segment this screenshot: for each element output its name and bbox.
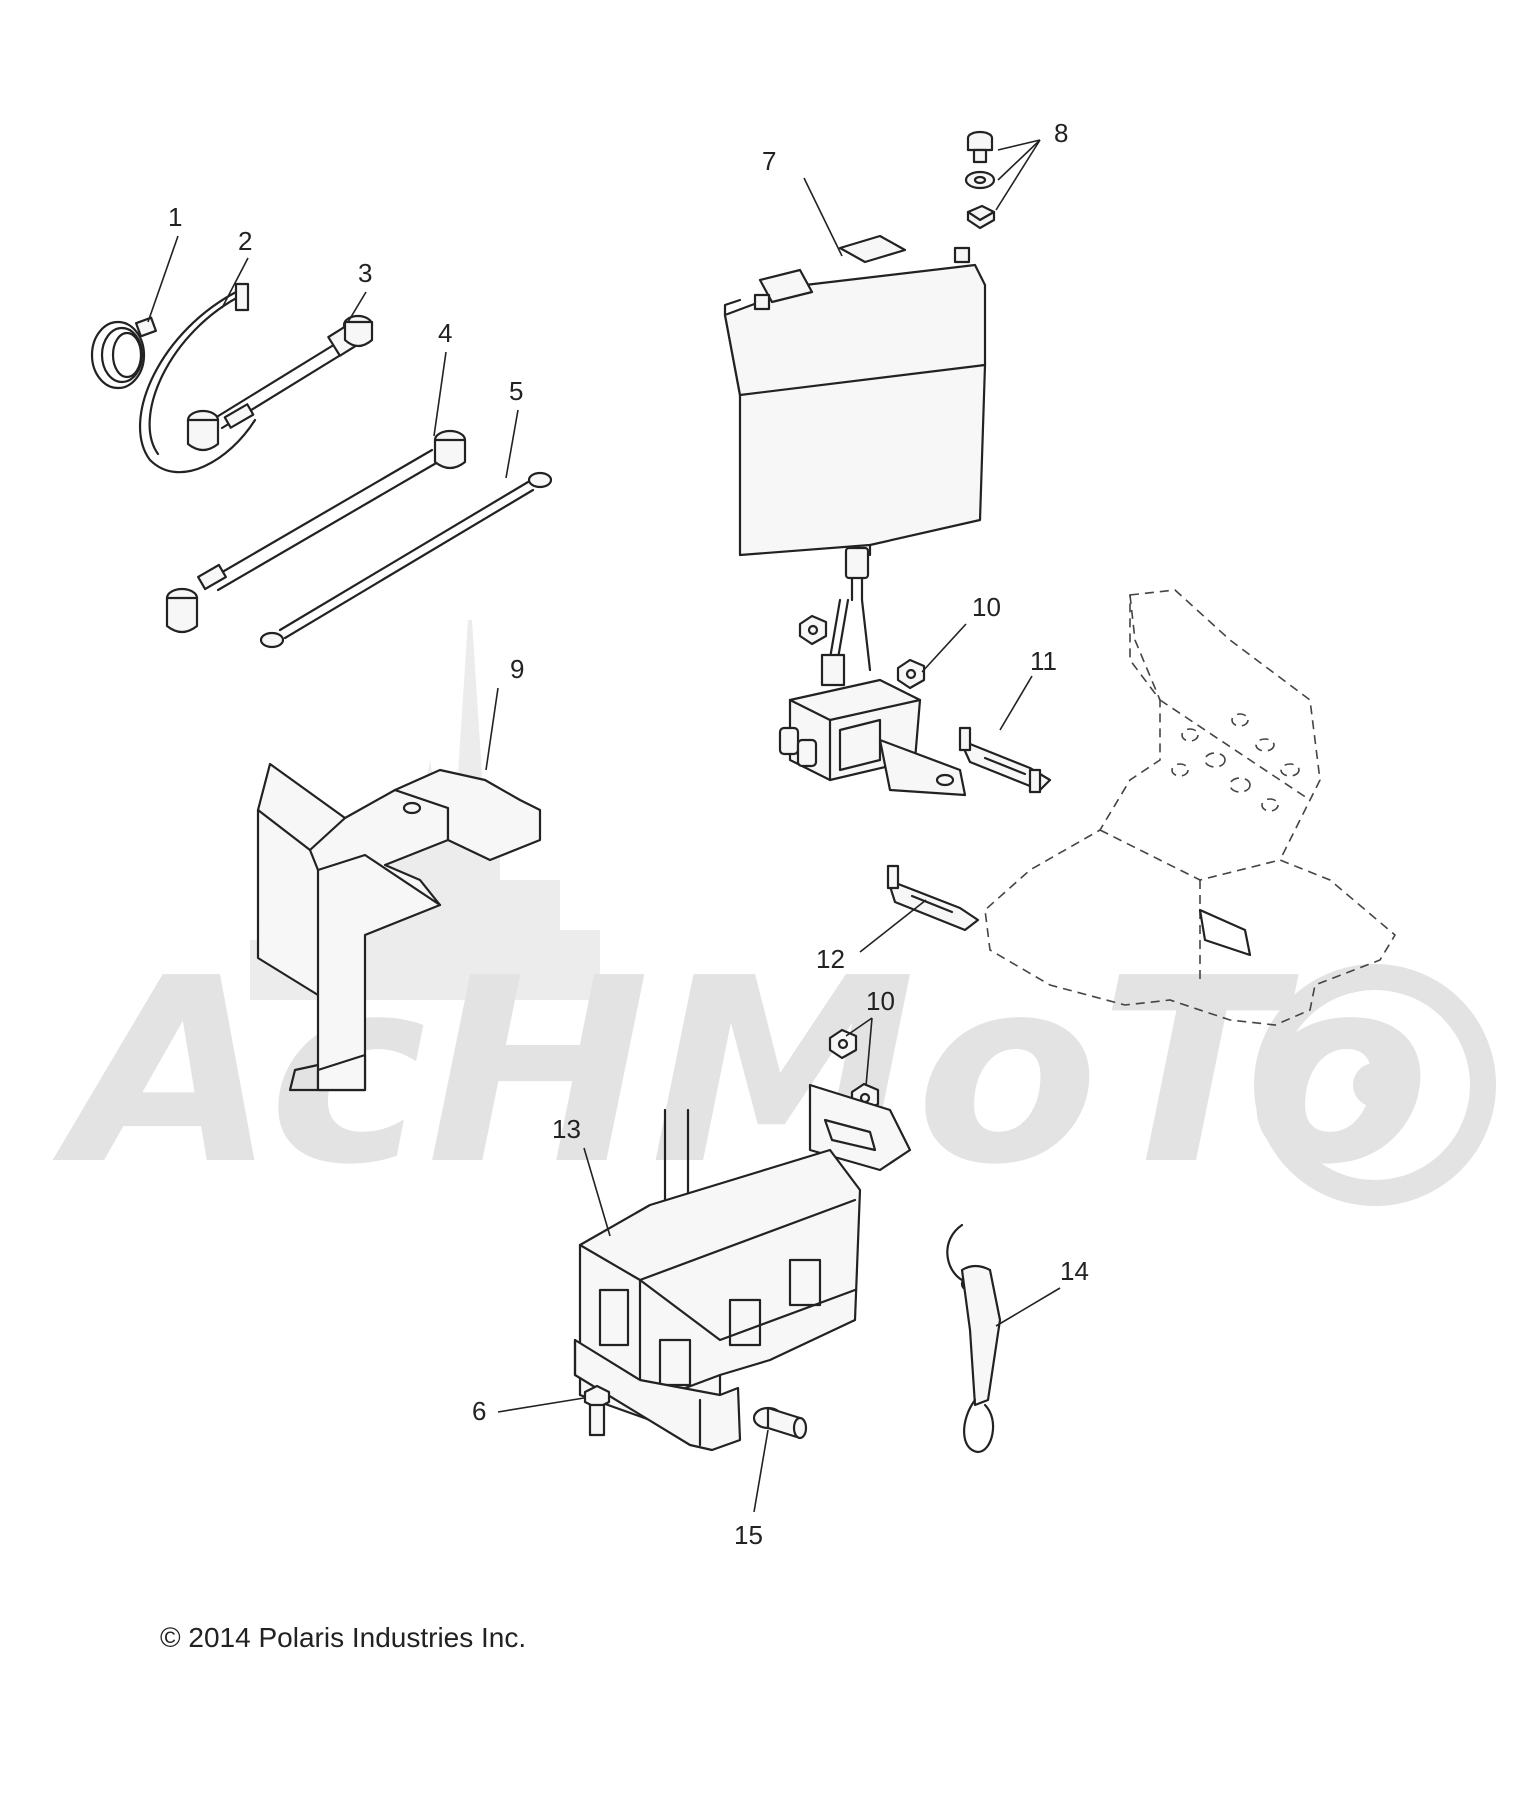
part-6-bolt (583, 1384, 611, 1437)
callout-3: 3 (358, 258, 372, 288)
callout-6: 6 (472, 1396, 486, 1426)
watermark-wheel-icon (1254, 964, 1496, 1206)
callout-15: 15 (734, 1520, 763, 1550)
part-10-nuts-upper (798, 614, 926, 690)
part-9-battery-cover (256, 762, 542, 1092)
part-13-battery-tray (573, 1083, 912, 1452)
part-15-pin (752, 1406, 808, 1440)
callout-13: 13 (552, 1114, 581, 1144)
callout-11: 11 (1030, 646, 1057, 676)
part-14-hold-down-strap (946, 1223, 1002, 1454)
callout-9: 9 (510, 654, 524, 684)
part-5-ground-cable (259, 471, 553, 649)
callout-10-upper: 10 (972, 592, 1001, 622)
callout-1: 1 (168, 202, 182, 232)
part-11-bracket (958, 726, 1052, 794)
part-12-bracket (886, 864, 980, 932)
callouts: 1 2 3 4 5 7 8 9 10 11 12 10 13 14 6 15 (168, 118, 1089, 1550)
part-solenoid-assembly (778, 546, 967, 797)
leader-lines (147, 139, 1061, 1513)
callout-12: 12 (816, 944, 845, 974)
callout-7: 7 (762, 146, 776, 176)
callout-5: 5 (509, 376, 523, 406)
callout-4: 4 (438, 318, 452, 348)
part-1-cable-strap (90, 316, 158, 390)
callout-10-lower: 10 (866, 986, 895, 1016)
callout-8: 8 (1054, 118, 1068, 148)
callout-14: 14 (1060, 1256, 1089, 1286)
frame-reference (984, 589, 1397, 1026)
callout-2: 2 (238, 226, 252, 256)
part-4-battery-cable (165, 429, 467, 634)
part-2-3-cable-harness (139, 282, 374, 474)
copyright-text: © 2014 Polaris Industries Inc. (160, 1622, 526, 1653)
part-8-bolt-washer-nut (964, 130, 996, 230)
part-7-battery (723, 234, 987, 557)
